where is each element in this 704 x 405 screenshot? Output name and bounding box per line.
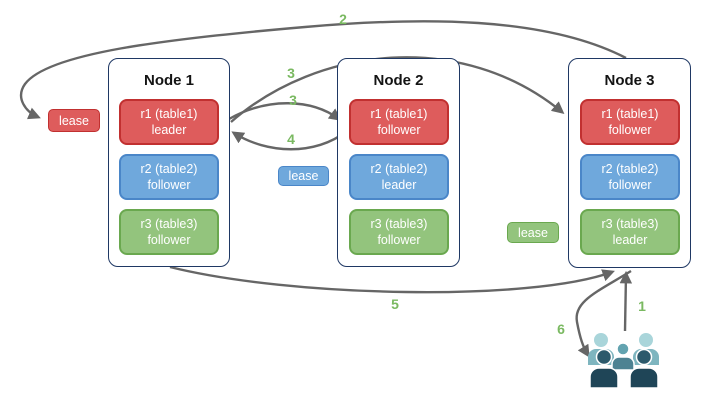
replica-name: r2 (table2) — [370, 161, 428, 176]
replica-role: leader — [612, 233, 648, 247]
replica-role: leader — [381, 178, 417, 192]
step-label-5: 5 — [391, 296, 399, 312]
replica-role: follower — [608, 123, 652, 137]
arrow-step-3-to-node3 — [230, 56, 565, 123]
step-label-2: 2 — [339, 11, 347, 27]
node2-title: Node 2 — [373, 72, 424, 89]
replica-name: r1 (table1) — [601, 106, 659, 121]
lease-badge-r1: lease — [48, 109, 100, 132]
node1-r1-replica: r1 (table1) leader — [119, 99, 219, 145]
replica-role: follower — [377, 233, 421, 247]
arrow-step-3-to-node2 — [228, 102, 342, 121]
replica-role: follower — [147, 178, 191, 192]
lease-badge-r2: lease — [278, 166, 329, 186]
lease-badge-r3: lease — [507, 222, 559, 243]
node2-r1-replica: r1 (table1) follower — [349, 99, 449, 145]
replica-name: r2 (table2) — [601, 161, 659, 176]
users-icon — [588, 333, 659, 389]
replica-name: r3 (table3) — [140, 216, 198, 231]
node3-r1-replica: r1 (table1) follower — [580, 99, 680, 145]
replica-name: r1 (table1) — [370, 106, 428, 121]
node1-panel: Node 1 r1 (table1) leader r2 (table2) fo… — [108, 58, 230, 267]
step-label-3a: 3 — [287, 65, 295, 81]
arrow-step-5 — [169, 265, 615, 294]
replica-name: r1 (table1) — [140, 106, 198, 121]
replica-role: leader — [151, 123, 187, 137]
replica-role: follower — [608, 178, 652, 192]
node3-panel: Node 3 r1 (table1) follower r2 (table2) … — [568, 58, 691, 268]
node2-r2-replica: r2 (table2) leader — [349, 154, 449, 200]
replica-name: r2 (table2) — [140, 161, 198, 176]
node3-r2-replica: r2 (table2) follower — [580, 154, 680, 200]
arrow-step-4 — [231, 130, 348, 151]
node1-r3-replica: r3 (table3) follower — [119, 209, 219, 255]
arrow-step-1 — [619, 270, 633, 332]
node1-r2-replica: r2 (table2) follower — [119, 154, 219, 200]
node3-title: Node 3 — [604, 72, 655, 89]
arrow-step-2 — [19, 20, 627, 120]
arrow-step-6 — [575, 269, 632, 358]
replica-name: r3 (table3) — [370, 216, 428, 231]
step-label-6: 6 — [557, 321, 565, 337]
node1-title: Node 1 — [143, 72, 194, 89]
step-label-4: 4 — [287, 131, 295, 147]
replica-name: r3 (table3) — [601, 216, 659, 231]
step-label-3b: 3 — [289, 92, 297, 108]
node2-panel: Node 2 r1 (table1) follower r2 (table2) … — [337, 58, 460, 267]
replica-role: follower — [147, 233, 191, 247]
node2-r3-replica: r3 (table3) follower — [349, 209, 449, 255]
node3-r3-replica: r3 (table3) leader — [580, 209, 680, 255]
step-label-1: 1 — [638, 298, 646, 314]
replica-role: follower — [377, 123, 421, 137]
